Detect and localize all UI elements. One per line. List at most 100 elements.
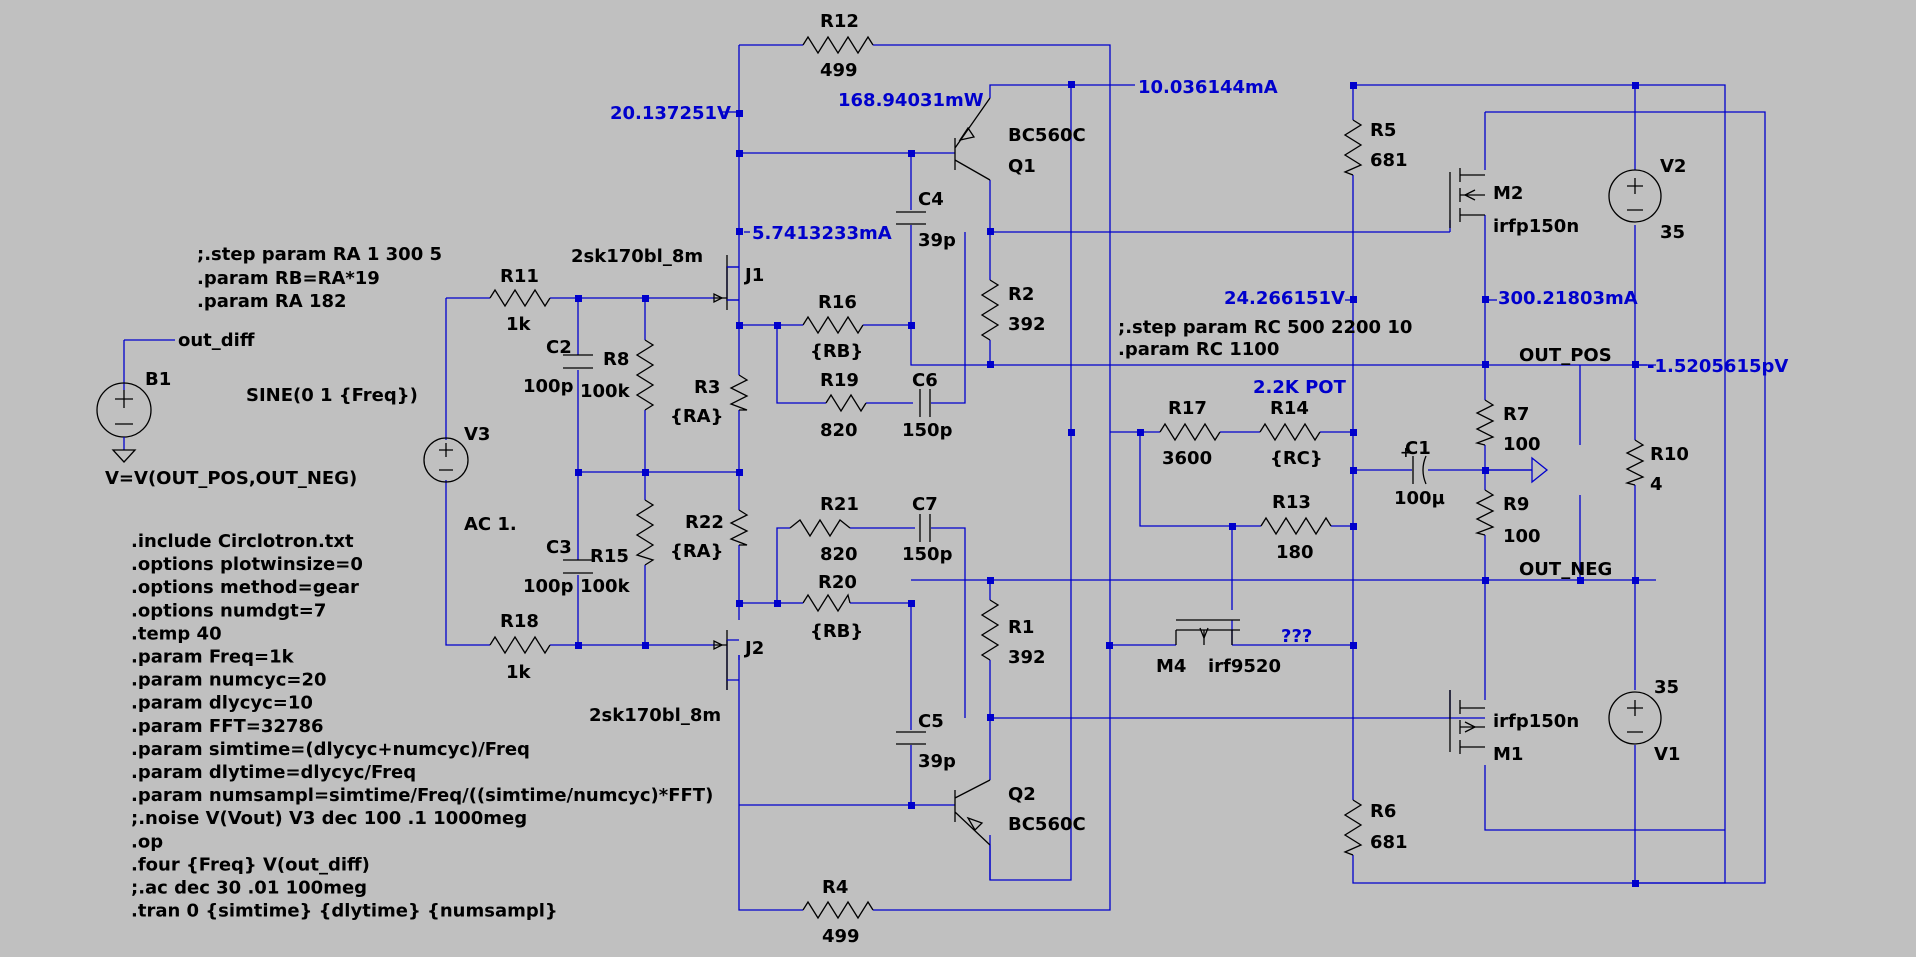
annotation-voltage-top: 20.137251V bbox=[610, 103, 731, 124]
capacitor-c6: C6 150p bbox=[902, 370, 953, 441]
resistor-r12: R12 499 bbox=[802, 11, 874, 81]
r19-name: R19 bbox=[820, 370, 859, 391]
v1-name: V1 bbox=[1654, 744, 1680, 765]
c4-value: 39p bbox=[918, 230, 956, 251]
resistor-r18: R18 1k bbox=[489, 611, 551, 683]
resistor-r11: R11 1k bbox=[489, 266, 551, 335]
source-v3: V3 AC 1. SINE(0 1 {Freq}) bbox=[246, 385, 517, 535]
transistor-q2: Q2 BC560C bbox=[954, 779, 1086, 846]
directive-line: .tran 0 {simtime} {dlytime} {numsampl} bbox=[131, 901, 558, 922]
transistor-m4: M4 irf9520 bbox=[1156, 619, 1281, 677]
r1-value: 392 bbox=[1008, 647, 1046, 668]
r15-value: 100k bbox=[580, 576, 631, 597]
directives-rc: ;.step param RC 500 2200 10 .param RC 11… bbox=[1118, 317, 1412, 360]
r5-name: R5 bbox=[1370, 120, 1396, 141]
resistor-r6: R6 681 bbox=[1343, 799, 1408, 856]
annotation-voltage-mid: 24.266151V bbox=[1224, 288, 1345, 309]
directive-line: .options plotwinsize=0 bbox=[131, 554, 363, 575]
annotation-current-top: 10.036144mA bbox=[1138, 77, 1278, 98]
source-v1: 35 V1 bbox=[1608, 677, 1680, 765]
r21-name: R21 bbox=[820, 494, 859, 515]
v2-value: 35 bbox=[1660, 222, 1685, 243]
r9-name: R9 bbox=[1503, 494, 1529, 515]
resistor-r17: R17 3600 bbox=[1159, 398, 1221, 469]
c3-value: 100p bbox=[523, 576, 574, 597]
r2-name: R2 bbox=[1008, 284, 1034, 305]
r21-value: 820 bbox=[820, 544, 858, 565]
r1-name: R1 bbox=[1008, 617, 1034, 638]
q1-name: Q1 bbox=[1008, 156, 1036, 177]
resistor-r5: R5 681 bbox=[1343, 119, 1408, 176]
resistor-r13: R13 180 bbox=[1260, 492, 1332, 563]
m2-name: M2 bbox=[1493, 183, 1523, 204]
r17-value: 3600 bbox=[1162, 448, 1212, 469]
c6-name: C6 bbox=[912, 370, 938, 391]
r2-value: 392 bbox=[1008, 314, 1046, 335]
v3-value: AC 1. bbox=[464, 514, 517, 535]
resistor-r7: R7 100 bbox=[1474, 399, 1541, 455]
transistor-m2: M2 irfp150n bbox=[1449, 168, 1579, 237]
svg-text:+: + bbox=[1400, 445, 1412, 461]
wires bbox=[123, 44, 1766, 911]
r17-name: R17 bbox=[1168, 398, 1207, 419]
resistor-r20: R20 {RB} bbox=[790, 572, 863, 642]
q2-model: BC560C bbox=[1008, 814, 1086, 835]
b1-expr: V=V(OUT_POS,OUT_NEG) bbox=[105, 468, 357, 489]
r22-value: {RA} bbox=[670, 541, 723, 562]
resistor-r10: R10 4 bbox=[1624, 439, 1689, 495]
c6-value: 150p bbox=[902, 420, 953, 441]
c1-value: 100µ bbox=[1394, 488, 1445, 509]
source-v2: V2 35 bbox=[1608, 156, 1686, 243]
r20-name: R20 bbox=[818, 572, 857, 593]
resistor-r16: R16 {RB} bbox=[783, 292, 864, 362]
capacitor-c1: + C1 100µ bbox=[1394, 438, 1445, 509]
r6-value: 681 bbox=[1370, 832, 1408, 853]
directive-line: .param RB=RA*19 bbox=[197, 268, 380, 289]
c7-value: 150p bbox=[902, 544, 953, 565]
r16-name: R16 bbox=[818, 292, 857, 313]
ground-icon bbox=[1531, 456, 1549, 484]
r11-name: R11 bbox=[500, 266, 539, 287]
directive-line: .four {Freq} V(out_diff) bbox=[131, 854, 370, 875]
r18-name: R18 bbox=[500, 611, 539, 632]
c3-name: C3 bbox=[546, 537, 572, 558]
r4-name: R4 bbox=[822, 877, 848, 898]
directive-line: .param FFT=32786 bbox=[131, 716, 324, 737]
j1-name: J1 bbox=[743, 265, 764, 286]
j2-name: J2 bbox=[743, 638, 764, 659]
transistor-q1: BC560C Q1 bbox=[954, 97, 1086, 181]
r8-value: 100k bbox=[580, 381, 631, 402]
net-out-pos: OUT_POS bbox=[1519, 345, 1612, 366]
r7-value: 100 bbox=[1503, 434, 1541, 455]
c1-name: C1 bbox=[1405, 438, 1431, 459]
m4-name: M4 bbox=[1156, 656, 1186, 677]
r14-name: R14 bbox=[1270, 398, 1309, 419]
r10-name: R10 bbox=[1650, 444, 1689, 465]
r13-name: R13 bbox=[1272, 492, 1311, 513]
capacitor-c3: C3 100p bbox=[523, 537, 593, 597]
directive-line: ;.step param RA 1 300 5 bbox=[197, 244, 442, 265]
directive-line: .param RC 1100 bbox=[1118, 339, 1279, 360]
transistor-j2: 2sk170bl_8m J2 bbox=[589, 630, 764, 726]
directive-line: .param dlycyc=10 bbox=[131, 693, 313, 714]
resistor-r2: R2 392 bbox=[980, 279, 1046, 341]
b1-net: out_diff bbox=[178, 330, 255, 351]
r20-value: {RB} bbox=[810, 621, 863, 642]
r9-value: 100 bbox=[1503, 526, 1541, 547]
directive-line: ;.noise V(Vout) V3 dec 100 .1 1000meg bbox=[131, 808, 527, 829]
directive-line: .options method=gear bbox=[131, 577, 359, 598]
resistor-r22: R22 {RA} bbox=[670, 509, 749, 562]
r8-name: R8 bbox=[603, 349, 629, 370]
resistor-r4: R4 499 bbox=[802, 877, 874, 947]
r12-value: 499 bbox=[820, 60, 858, 81]
q1-model: BC560C bbox=[1008, 125, 1086, 146]
directive-line: .temp 40 bbox=[131, 623, 222, 644]
directive-line: .param dlytime=dlycyc/Freq bbox=[131, 762, 416, 783]
r11-value: 1k bbox=[506, 314, 532, 335]
directive-line: .param numcyc=20 bbox=[131, 670, 327, 691]
directive-line: .param RA 182 bbox=[197, 291, 347, 312]
resistor-r1: R1 392 bbox=[980, 599, 1046, 668]
directives-main: .include Circlotron.txt.options plotwins… bbox=[131, 531, 713, 922]
r10-value: 4 bbox=[1650, 474, 1663, 495]
